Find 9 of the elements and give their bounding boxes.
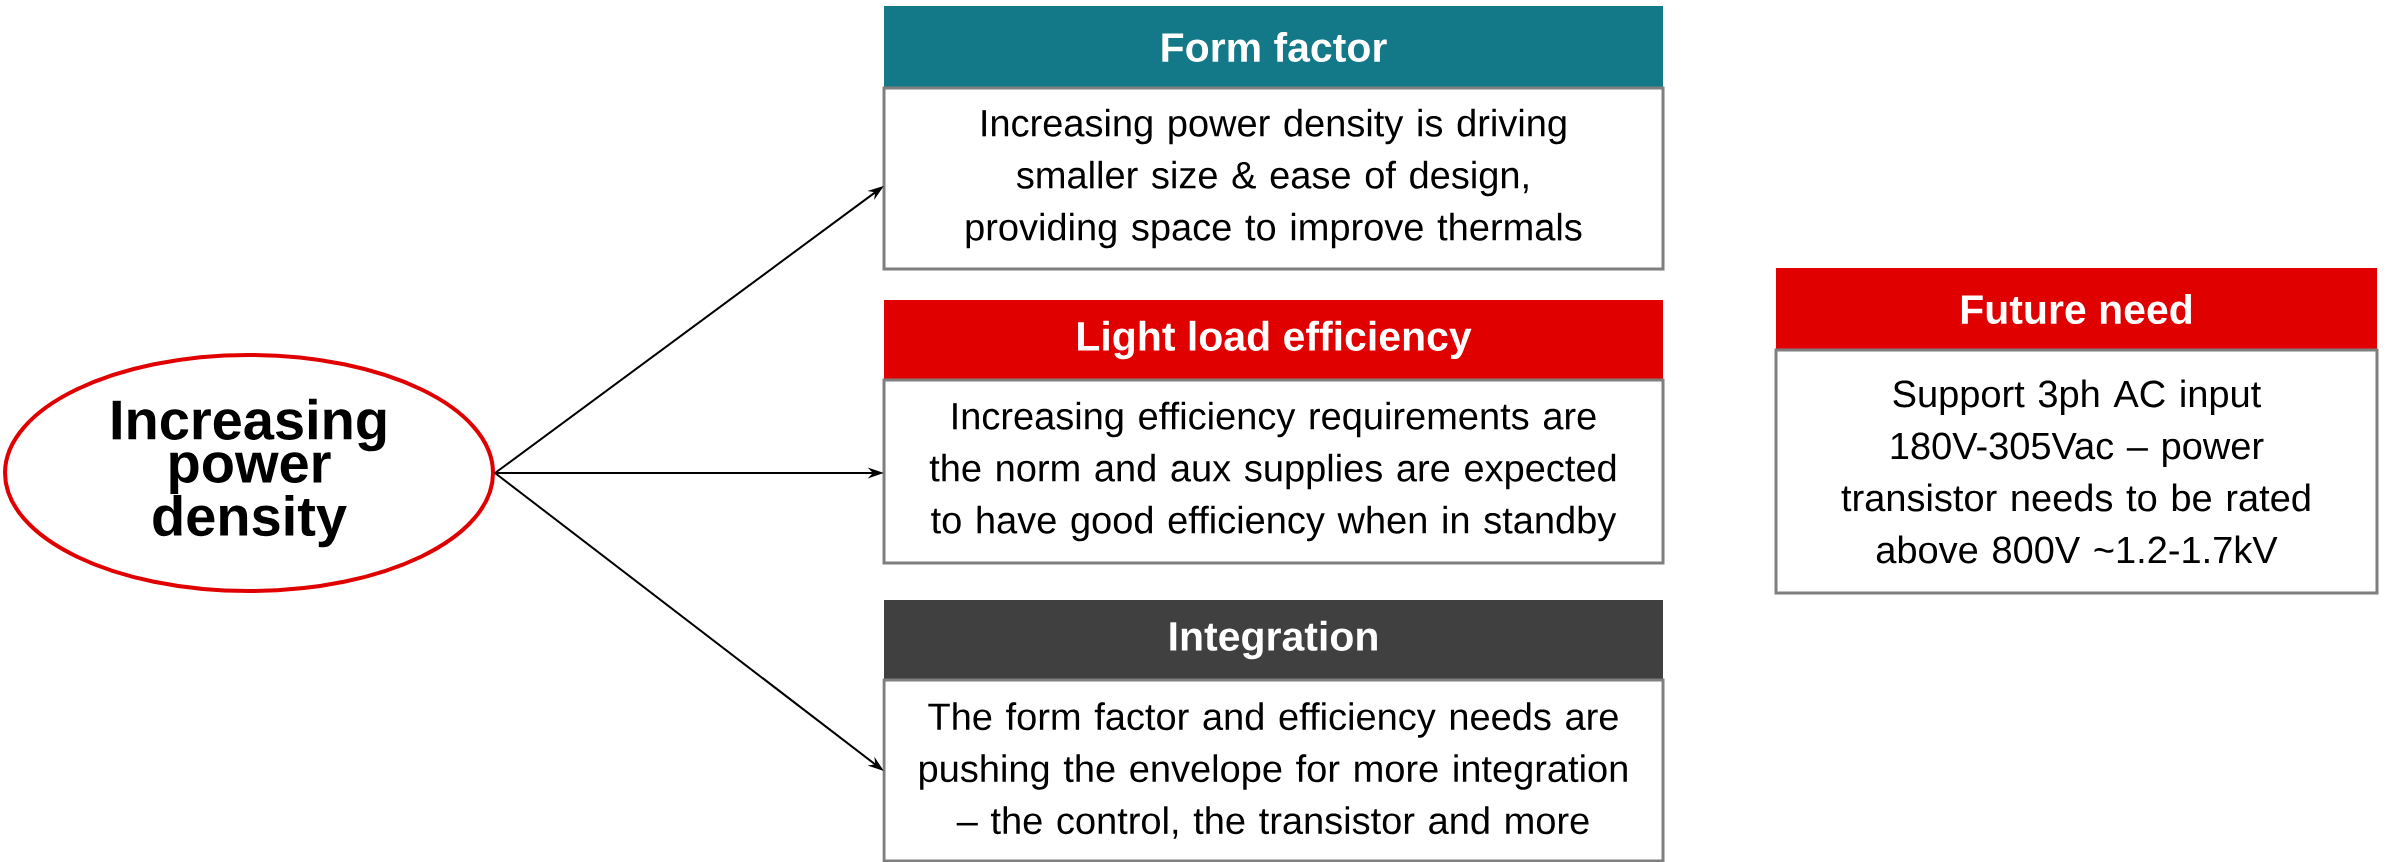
node-label: Future need: [1961, 293, 2192, 325]
ellipse-node: Increasing power density: [3, 353, 495, 593]
node-label: Form factor: [1162, 31, 1387, 63]
card: Form factor Increasing power density is driving smaller size & ease of design, providing space to improve thermals: [882, 6, 1665, 271]
card: Integration The form factor and efficiency needs are pushing the envelope for more integration – the control, the transistor and more: [882, 600, 1665, 862]
card: Light load efficiency Increasing efficiency requirements are the norm and aux supplies are expected to have good efficiency when in standby: [882, 300, 1665, 565]
node-label: Light load efficiency: [1078, 320, 1472, 360]
card: Future need Support 3ph AC input 180V-305Vac – power transistor needs to be rated above 800V ~1.2-1.7kV: [1774, 268, 2379, 595]
node-label: Integration: [1170, 620, 1377, 660]
